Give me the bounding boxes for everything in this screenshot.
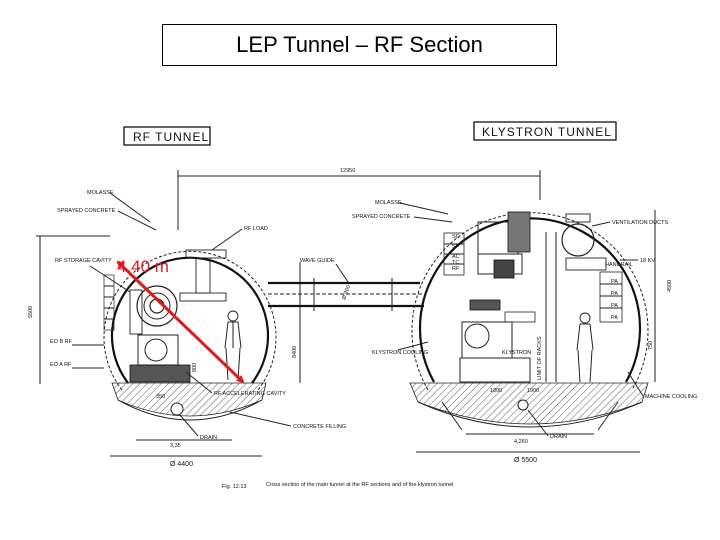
dim-rf-diameter: Ø 4400 [170,461,193,468]
rack-tag-1: PA [611,279,618,285]
label-18kv: 18 KV [640,258,655,264]
label-rf-drain: DRAIN [200,435,217,441]
label-concrete-filling: CONCRETE FILLING [293,424,346,430]
dim-klystron-diameter: Ø 5500 [514,457,537,464]
rack-tag-4: PA [611,315,618,321]
rack-tag-2: PA [611,291,618,297]
rack-tag-3: PA [611,303,618,309]
label-kl-molasse: MOLASSE [375,200,402,206]
caption-text: Cross section of the main tunnel at the … [266,482,453,488]
label-kl-sprayed-concrete: SPRAYED CONCRETE [352,214,411,220]
side-tag-3: AC [452,254,460,260]
label-rf-storage-cavity: RF STORAGE CAVITY [55,258,112,264]
dim-rf-800: 800 [192,363,198,372]
klystron-tunnel-header: KLYSTRON TUNNEL [473,121,617,141]
dim-rf-900: Ø 900 [341,285,352,301]
klystron-tunnel-header-text: KLYSTRON TUNNEL [482,125,612,139]
label-wave-guide: WAVE GUIDE [300,258,335,264]
slide-title: LEP Tunnel – RF Section [162,24,557,66]
dim-klystron-750: 750 [648,341,654,350]
side-tag-1: SC [452,234,460,240]
figure-caption: Fig. 12.13 Cross section of the main tun… [222,482,453,490]
label-rf-sprayed-concrete: SPRAYED CONCRETE [57,208,116,214]
waveguide-connection: WAVE GUIDE Ø 900 KLYSTRON COOLING [268,258,428,356]
label-limit-of-racks: LIMIT OF RACKS [537,336,543,380]
dim-klystron-height: 4500 [667,280,673,292]
dim-rf-height: 5500 [28,306,34,318]
label-rf-molasse: MOLASSE [87,190,114,196]
label-machine-cooling: MACHINE COOLING [645,394,697,400]
label-rf-accelerating-cavity: RF ACCELERATING CAVITY [214,391,286,397]
measurement-label: 4.40 m [117,257,169,276]
label-eo-b-rf: EO B RF [50,339,73,345]
klystron-tunnel-labels: MOLASSE SPRAYED CONCRETE VENTILATION DUC… [352,200,697,440]
label-klystron: KLYSTRON [502,350,531,356]
dim-span-top: 12950 [340,168,355,174]
side-tag-5: RF [452,266,460,272]
top-dimension-line: 12950 [177,168,541,230]
label-rf-load: RF LOAD [244,226,268,232]
klystron-tunnel-section: PA PA PA PA SC SI AC TC RF 4500 750 1800… [409,210,673,464]
dim-klystron-1800: 1800 [490,388,502,394]
dim-rf-350: 350 [156,394,165,400]
dim-rf-inner-h: 8400 [292,346,298,358]
label-handrail: HANDRAIL [605,262,633,268]
measurement-annotation: 4.40 m [116,257,245,384]
label-eo-a-rf: EO A RF [50,362,72,368]
side-tag-4: TC [452,260,459,266]
measurement-arrow [116,260,245,384]
person-figure-klystron [576,312,594,383]
rf-tunnel-labels: MOLASSE SPRAYED CONCRETE RF LOAD RF STOR… [50,190,346,441]
dim-klystron-1900: 1900 [527,388,539,394]
label-kl-drain: DRAIN [550,434,567,440]
rf-tunnel-header: RF TUNNEL [123,126,211,146]
side-tag-2: SI [452,244,458,250]
label-ventilation-ducts: VENTILATION DUCTS [612,220,668,226]
dim-klystron-width-bottom: 4,260 [514,439,528,445]
person-figure-rf [224,310,242,381]
dim-rf-width-bottom: 3,35 [170,443,181,449]
rf-tunnel-header-text: RF TUNNEL [133,130,209,144]
label-klystron-cooling: KLYSTRON COOLING [372,350,428,356]
caption-fig-number: Fig. 12.13 [222,484,246,490]
